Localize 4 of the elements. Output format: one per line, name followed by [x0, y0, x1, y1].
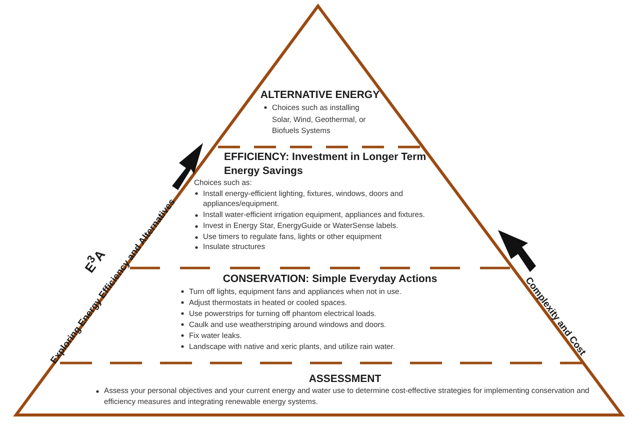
tier-heading: CONSERVATION: Simple Everyday Actions — [222, 272, 438, 286]
tier-heading: EFFICIENCY: Investment in Longer Term Energy Savings — [223, 150, 428, 178]
tier-heading: ALTERNATIVE ENERGY — [259, 88, 381, 102]
tier-heading: ASSESSMENT — [308, 372, 382, 386]
